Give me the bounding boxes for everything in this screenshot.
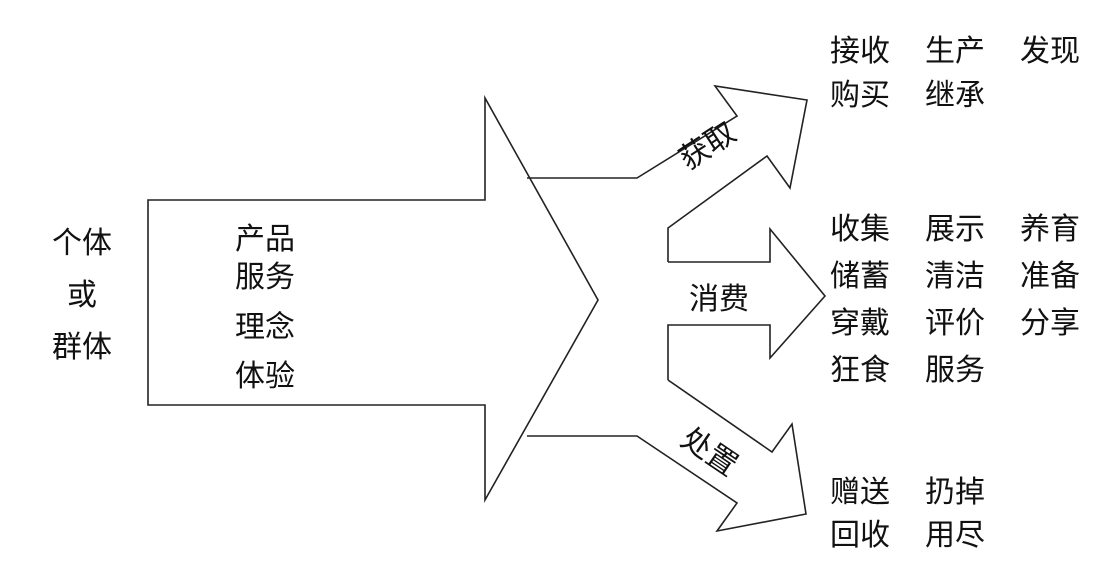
offering-item: 服务 — [235, 260, 295, 295]
consume-item: 评价 — [925, 306, 985, 341]
offering-item: 理念 — [235, 310, 295, 345]
offering-item: 体验 — [235, 359, 295, 394]
acquire-item: 接收 — [830, 34, 890, 69]
subject-line-3: 群体 — [52, 330, 112, 365]
consume-item: 准备 — [1020, 259, 1080, 294]
consume-label: 消费 — [689, 282, 749, 317]
offering-item: 产品 — [235, 222, 295, 257]
consume-item: 收集 — [830, 212, 890, 247]
consume-item: 狂食 — [830, 353, 890, 388]
consume-item: 分享 — [1020, 306, 1080, 341]
consume-item: 清洁 — [925, 259, 985, 294]
consume-item: 养育 — [1020, 212, 1080, 247]
acquire-item: 继承 — [925, 78, 985, 113]
dispose-item: 回收 — [830, 518, 890, 553]
acquire-item: 生产 — [925, 34, 985, 69]
dispose-item: 用尽 — [925, 518, 985, 553]
consume-arrow — [667, 226, 827, 380]
consume-item: 展示 — [925, 212, 985, 247]
acquire-arrow — [527, 84, 808, 262]
dispose-item: 赠送 — [830, 475, 890, 510]
main-arrow — [147, 94, 599, 504]
consume-item: 服务 — [925, 353, 985, 388]
dispose-item: 扔掉 — [925, 475, 985, 510]
acquire-item: 发现 — [1020, 34, 1080, 69]
acquire-item: 购买 — [830, 78, 890, 113]
subject-line-1: 个体 — [52, 226, 112, 261]
consume-item: 储蓄 — [830, 259, 890, 294]
dispose-arrow — [527, 379, 807, 533]
consume-item: 穿戴 — [830, 306, 890, 341]
subject-line-2: 或 — [67, 278, 97, 313]
